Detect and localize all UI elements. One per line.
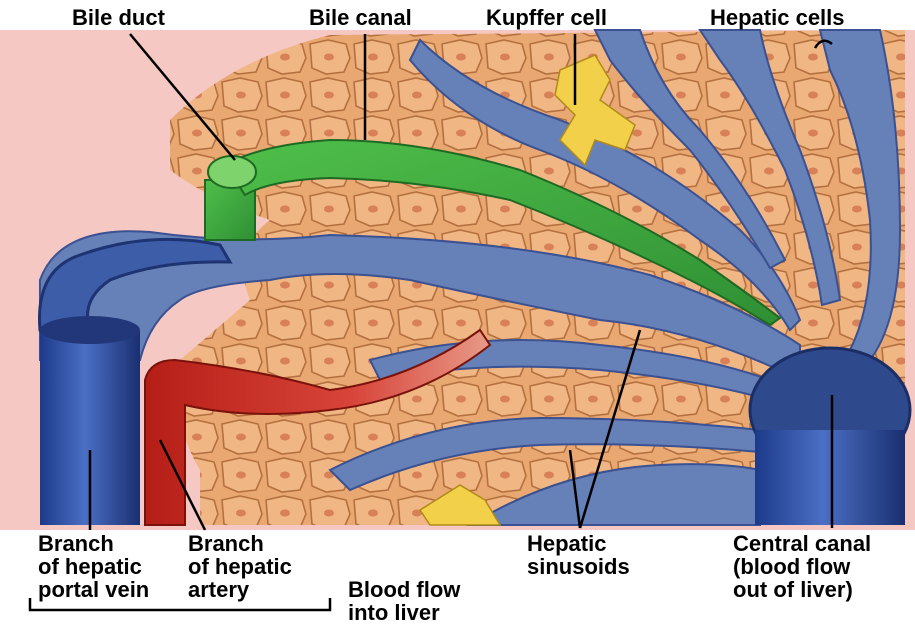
label-kupffer-cell: Kupffer cell [486,6,607,29]
label-bile-canal: Bile canal [309,6,412,29]
label-branch-portal-vein: Branch of hepatic portal vein [38,532,149,601]
label-blood-flow-into-liver: Blood flow into liver [348,578,460,624]
label-hepatic-sinusoids: Hepatic sinusoids [527,532,630,578]
label-branch-hepatic-artery: Branch of hepatic artery [188,532,292,601]
label-hepatic-cells: Hepatic cells [710,6,845,29]
central-canal [750,348,910,525]
label-central-canal: Central canal (blood flow out of liver) [733,532,871,601]
label-bile-duct: Bile duct [72,6,165,29]
